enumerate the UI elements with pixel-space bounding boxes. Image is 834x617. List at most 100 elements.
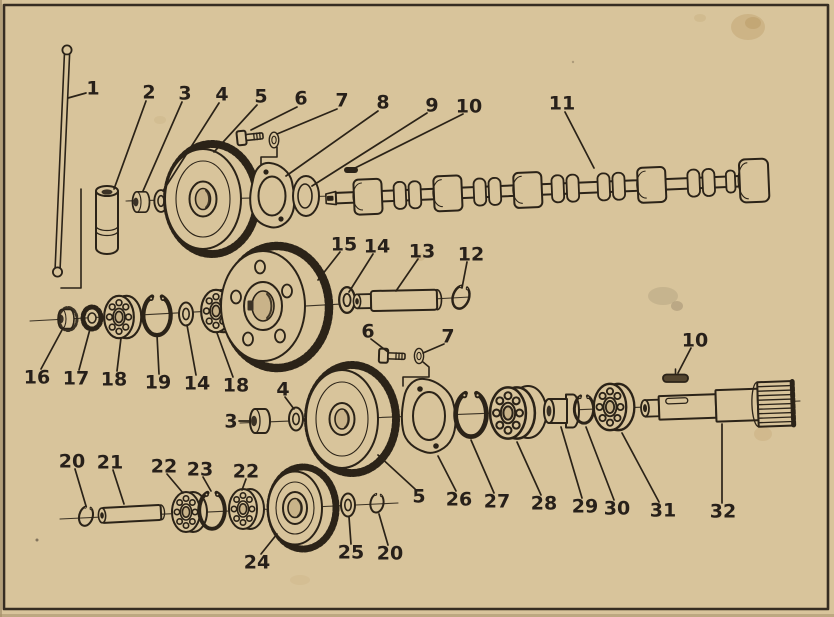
callout-leader-2	[113, 100, 147, 190]
part-number-label: 23	[187, 459, 213, 481]
callout-leader-26	[437, 455, 457, 492]
lock-washer-part-7b	[413, 347, 425, 365]
part-number-label: 14	[364, 236, 390, 258]
part-number-label: 2	[142, 82, 155, 104]
callout-leader-20	[378, 513, 389, 546]
part-number-label: 29	[572, 496, 598, 518]
part-number-label: 17	[63, 368, 89, 390]
callout-leader-7	[276, 108, 338, 135]
callout-leader-3	[142, 101, 183, 192]
callout-leader-11	[564, 111, 595, 169]
callout-leader-16	[40, 329, 63, 370]
part-number-label: 9	[425, 95, 438, 117]
idler-gear-shaft-part-13	[352, 288, 443, 312]
part-number-label: 22	[233, 461, 259, 483]
callout-leader-4	[284, 396, 295, 410]
gear-part-24	[266, 463, 340, 553]
washer-part-25	[340, 492, 356, 518]
part-number-label: 14	[184, 373, 210, 395]
ball-bearing-part-31	[592, 382, 636, 432]
part-number-label: 30	[604, 498, 630, 520]
star-lock-washer-part-17	[80, 304, 104, 332]
part-number-label: 7	[335, 90, 348, 112]
part-number-label: 31	[650, 500, 676, 522]
callout-leader-10	[677, 347, 692, 374]
part-number-label: 8	[376, 92, 389, 114]
callout-leader-19	[156, 334, 160, 375]
callout-leader-23	[202, 476, 212, 492]
tappet-part-2	[95, 185, 119, 255]
part-number-label: 26	[446, 489, 472, 511]
part-number-label: 7	[441, 326, 454, 348]
spacer-ring-part-9	[292, 175, 320, 217]
callout-leader-13	[395, 258, 419, 292]
callout-leader-6	[370, 338, 389, 353]
callout-leader-22	[166, 473, 184, 494]
callout-leader-20	[74, 468, 87, 507]
part-number-label: 1	[86, 78, 99, 100]
snap-ring-part-27	[456, 393, 487, 436]
callout-leader-22	[241, 478, 247, 491]
callout-leader-28	[516, 441, 542, 496]
shaft-part-21	[97, 503, 166, 524]
part-number-label: 6	[294, 88, 307, 110]
callout-leader-14	[186, 324, 197, 376]
part-number-label: 20	[377, 543, 403, 565]
callout-leader-5	[213, 104, 258, 153]
drive-gear-part-5b	[304, 361, 400, 477]
callout-leader-6	[250, 106, 298, 131]
callout-leader-12	[461, 261, 468, 289]
part-number-label: 3	[224, 411, 237, 433]
page-bottom-edge	[0, 614, 834, 617]
thrust-flange-part-26	[400, 377, 457, 454]
callout-leader-8	[285, 110, 379, 177]
part-number-label: 21	[97, 452, 123, 474]
part-number-label: 4	[276, 379, 289, 401]
part-number-label: 18	[223, 375, 249, 397]
bolt-part-6	[235, 127, 265, 147]
camshaft-gear-part-5	[163, 140, 261, 258]
ball-bearing-part-18	[103, 294, 143, 340]
part-number-label: 27	[484, 491, 510, 513]
part-number-label: 11	[549, 93, 575, 115]
part-number-label: 5	[254, 86, 267, 108]
part-number-label: 12	[458, 244, 484, 266]
callout-leader-17	[78, 328, 91, 371]
callout-leader-27	[470, 439, 495, 494]
callout-leader-29	[560, 426, 583, 499]
part-number-label: 22	[151, 456, 177, 478]
part-number-label: 25	[338, 542, 364, 564]
washer-part-14a	[338, 285, 356, 315]
paper-stains	[35, 14, 772, 585]
part-number-label: 18	[101, 369, 127, 391]
callout-leader-1	[67, 92, 87, 99]
castellated-nut-part-16	[57, 306, 79, 332]
push-rod-part-1	[52, 44, 73, 278]
ball-bearing-part-22b	[228, 488, 265, 530]
page-left-edge	[0, 0, 2, 617]
callout-leader-7	[422, 343, 445, 354]
lock-ring-part-20b	[367, 492, 386, 515]
bracket-line-to-flange-26	[402, 361, 430, 387]
part-number-label: 20	[59, 451, 85, 473]
callout-leader-15	[317, 251, 341, 281]
part-number-label: 3	[178, 83, 191, 105]
callout-leader-31	[621, 432, 660, 503]
bolt-part-6b	[377, 347, 407, 365]
callout-leader-30	[585, 426, 615, 501]
page-border	[2, 3, 830, 611]
callout-leader-14	[348, 253, 374, 293]
snap-ring-part-19	[143, 297, 170, 336]
idler-gear-part-15	[220, 241, 334, 373]
part-number-label: 6	[361, 321, 374, 343]
lock-ring-part-20	[75, 504, 96, 529]
callout-leader-21	[112, 469, 125, 505]
callout-leader-18	[216, 332, 234, 378]
splined-drive-shaft-part-32	[640, 379, 797, 428]
part-number-label: 32	[710, 501, 736, 523]
thrust-flange-part-8	[249, 161, 296, 229]
part-number-label: 28	[531, 493, 557, 515]
